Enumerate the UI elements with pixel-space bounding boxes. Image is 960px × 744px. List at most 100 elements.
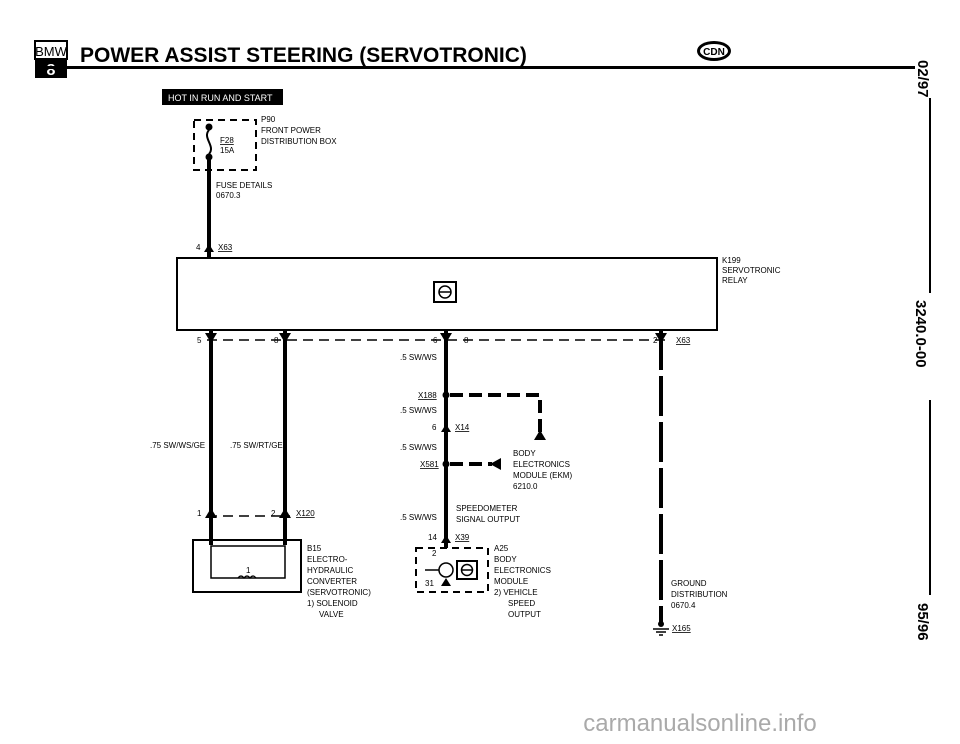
logo-bottom-text: 8 <box>47 62 56 79</box>
header-rule <box>35 66 915 69</box>
wire-left-1-arrow <box>205 333 217 343</box>
wire-mid3-label: .5 SW/WS <box>400 443 437 452</box>
k199-line1: SERVOTRONIC <box>722 266 781 275</box>
x39-label: X39 <box>455 533 470 542</box>
x120-pin1: 1 <box>197 509 202 518</box>
b15-line6: VALVE <box>319 610 344 619</box>
p90-line2: DISTRIBUTION BOX <box>261 137 337 146</box>
x63-in-label: X63 <box>218 243 233 252</box>
x39-connector-mark <box>441 535 451 543</box>
ekm-line1: BODY <box>513 449 536 458</box>
model-badge: CDN <box>697 41 731 61</box>
x188-branch-wire <box>450 393 542 432</box>
ground-ref: 0670.4 <box>671 601 696 610</box>
side-doc-number: 3240.0-00 <box>912 300 929 368</box>
wire-ground-arrow <box>655 333 667 343</box>
wire-left-2-label: .75 SW/RT/GE <box>230 441 283 450</box>
pin-6: 6 <box>433 336 438 345</box>
pin-5: 5 <box>197 336 202 345</box>
logo-top-text: BMW <box>35 44 68 59</box>
fuse-details-ref: 0670.3 <box>216 191 241 200</box>
x63-in-pin: 4 <box>196 243 201 252</box>
wire-left-2-arrow <box>279 333 291 343</box>
x120-pin2-mark <box>279 508 291 518</box>
wire-mid2-label: .5 SW/WS <box>400 406 437 415</box>
a25-pin-top: 2 <box>432 549 437 558</box>
x165-label: X165 <box>672 624 691 633</box>
x188-label: X188 <box>418 391 437 400</box>
fuse-rating: 15A <box>220 146 235 155</box>
page-title: POWER ASSIST STEERING (SERVOTRONIC) <box>80 44 527 67</box>
x120-pin1-mark <box>205 508 217 518</box>
x581-label: X581 <box>420 460 439 469</box>
pin-8b: 8 <box>464 336 469 345</box>
a25-ground-pin-mark <box>441 578 451 586</box>
hot-label-bg <box>162 89 283 105</box>
b15-line5: 1) SOLENOID <box>307 599 358 608</box>
side-date: 02/97 <box>914 60 931 98</box>
x581-splice <box>442 460 450 468</box>
wire-mid4-label: .5 SW/WS <box>400 513 437 522</box>
a25-line2: ELECTRONICS <box>494 566 551 575</box>
x14-connector-mark <box>441 424 451 432</box>
wire-mid1-label: .5 SW/WS <box>400 353 437 362</box>
b15-line2: HYDRAULIC <box>307 566 353 575</box>
side-year: 95/96 <box>914 603 931 641</box>
a25-line3: MODULE <box>494 577 528 586</box>
b15-line4: (SERVOTRONIC) <box>307 588 371 597</box>
x63-out-label: X63 <box>676 336 691 345</box>
x120-label: X120 <box>296 509 315 518</box>
ekm-input-arrow <box>534 430 546 440</box>
x14-label: X14 <box>455 423 470 432</box>
p90-code: P90 <box>261 115 276 124</box>
ekm-line2: ELECTRONICS <box>513 460 570 469</box>
speedo-line1: SPEEDOMETER <box>456 504 518 513</box>
a25-line1: BODY <box>494 555 517 564</box>
relay-module-icon <box>433 281 457 303</box>
k199-code: K199 <box>722 256 741 265</box>
a25-line4: 2) VEHICLE <box>494 588 538 597</box>
bmw-logo: BMW 8 <box>34 40 68 79</box>
a25-dashed-box <box>415 547 489 593</box>
fuse-id: F28 <box>220 136 234 145</box>
b15-inner-box <box>210 545 286 579</box>
ground-line1: GROUND <box>671 579 707 588</box>
b15-line1: ELECTRO- <box>307 555 348 564</box>
wire-left-1-label: .75 SW/WS/GE <box>150 441 205 450</box>
x581-output-arrow <box>490 458 501 470</box>
a25-code: A25 <box>494 544 509 553</box>
ekm-line3: MODULE (EKM) <box>513 471 572 480</box>
side-rule-2 <box>929 400 931 595</box>
x120-pin2: 2 <box>271 509 276 518</box>
a25-pin-bottom: 31 <box>425 579 434 588</box>
x63-in-connector-mark <box>204 244 214 252</box>
x188-splice <box>442 391 450 399</box>
b15-outer-box <box>192 539 302 593</box>
a25-module-icon <box>456 560 478 580</box>
a25-line6: OUTPUT <box>508 610 541 619</box>
fuse-details: FUSE DETAILS <box>216 181 272 190</box>
ground-x165-symbol <box>653 621 669 636</box>
watermark: carmanualsonline.info <box>583 710 816 737</box>
ekm-ref: 6210.0 <box>513 482 538 491</box>
x14-pin: 6 <box>432 423 437 432</box>
x39-pin: 14 <box>428 533 437 542</box>
a25-pin2-node <box>438 562 454 578</box>
ground-line2: DISTRIBUTION <box>671 590 728 599</box>
b15-coil-symbol <box>237 575 257 579</box>
speedo-line2: SIGNAL OUTPUT <box>456 515 520 524</box>
b15-coil-marker: 1 <box>246 566 251 575</box>
k199-line2: RELAY <box>722 276 748 285</box>
hot-label: HOT IN RUN AND START <box>168 93 273 103</box>
fuse-f28-symbol <box>205 123 213 161</box>
model-badge-text: CDN <box>703 47 725 58</box>
p90-line1: FRONT POWER <box>261 126 321 135</box>
pin-2: 2 <box>653 336 658 345</box>
p90-fuse-box <box>193 119 257 171</box>
b15-line3: CONVERTER <box>307 577 357 586</box>
a25-line5: SPEED <box>508 599 535 608</box>
wire-speed-arrow <box>440 333 452 343</box>
pin-8a: 8 <box>274 336 279 345</box>
side-rule-1 <box>929 98 931 293</box>
